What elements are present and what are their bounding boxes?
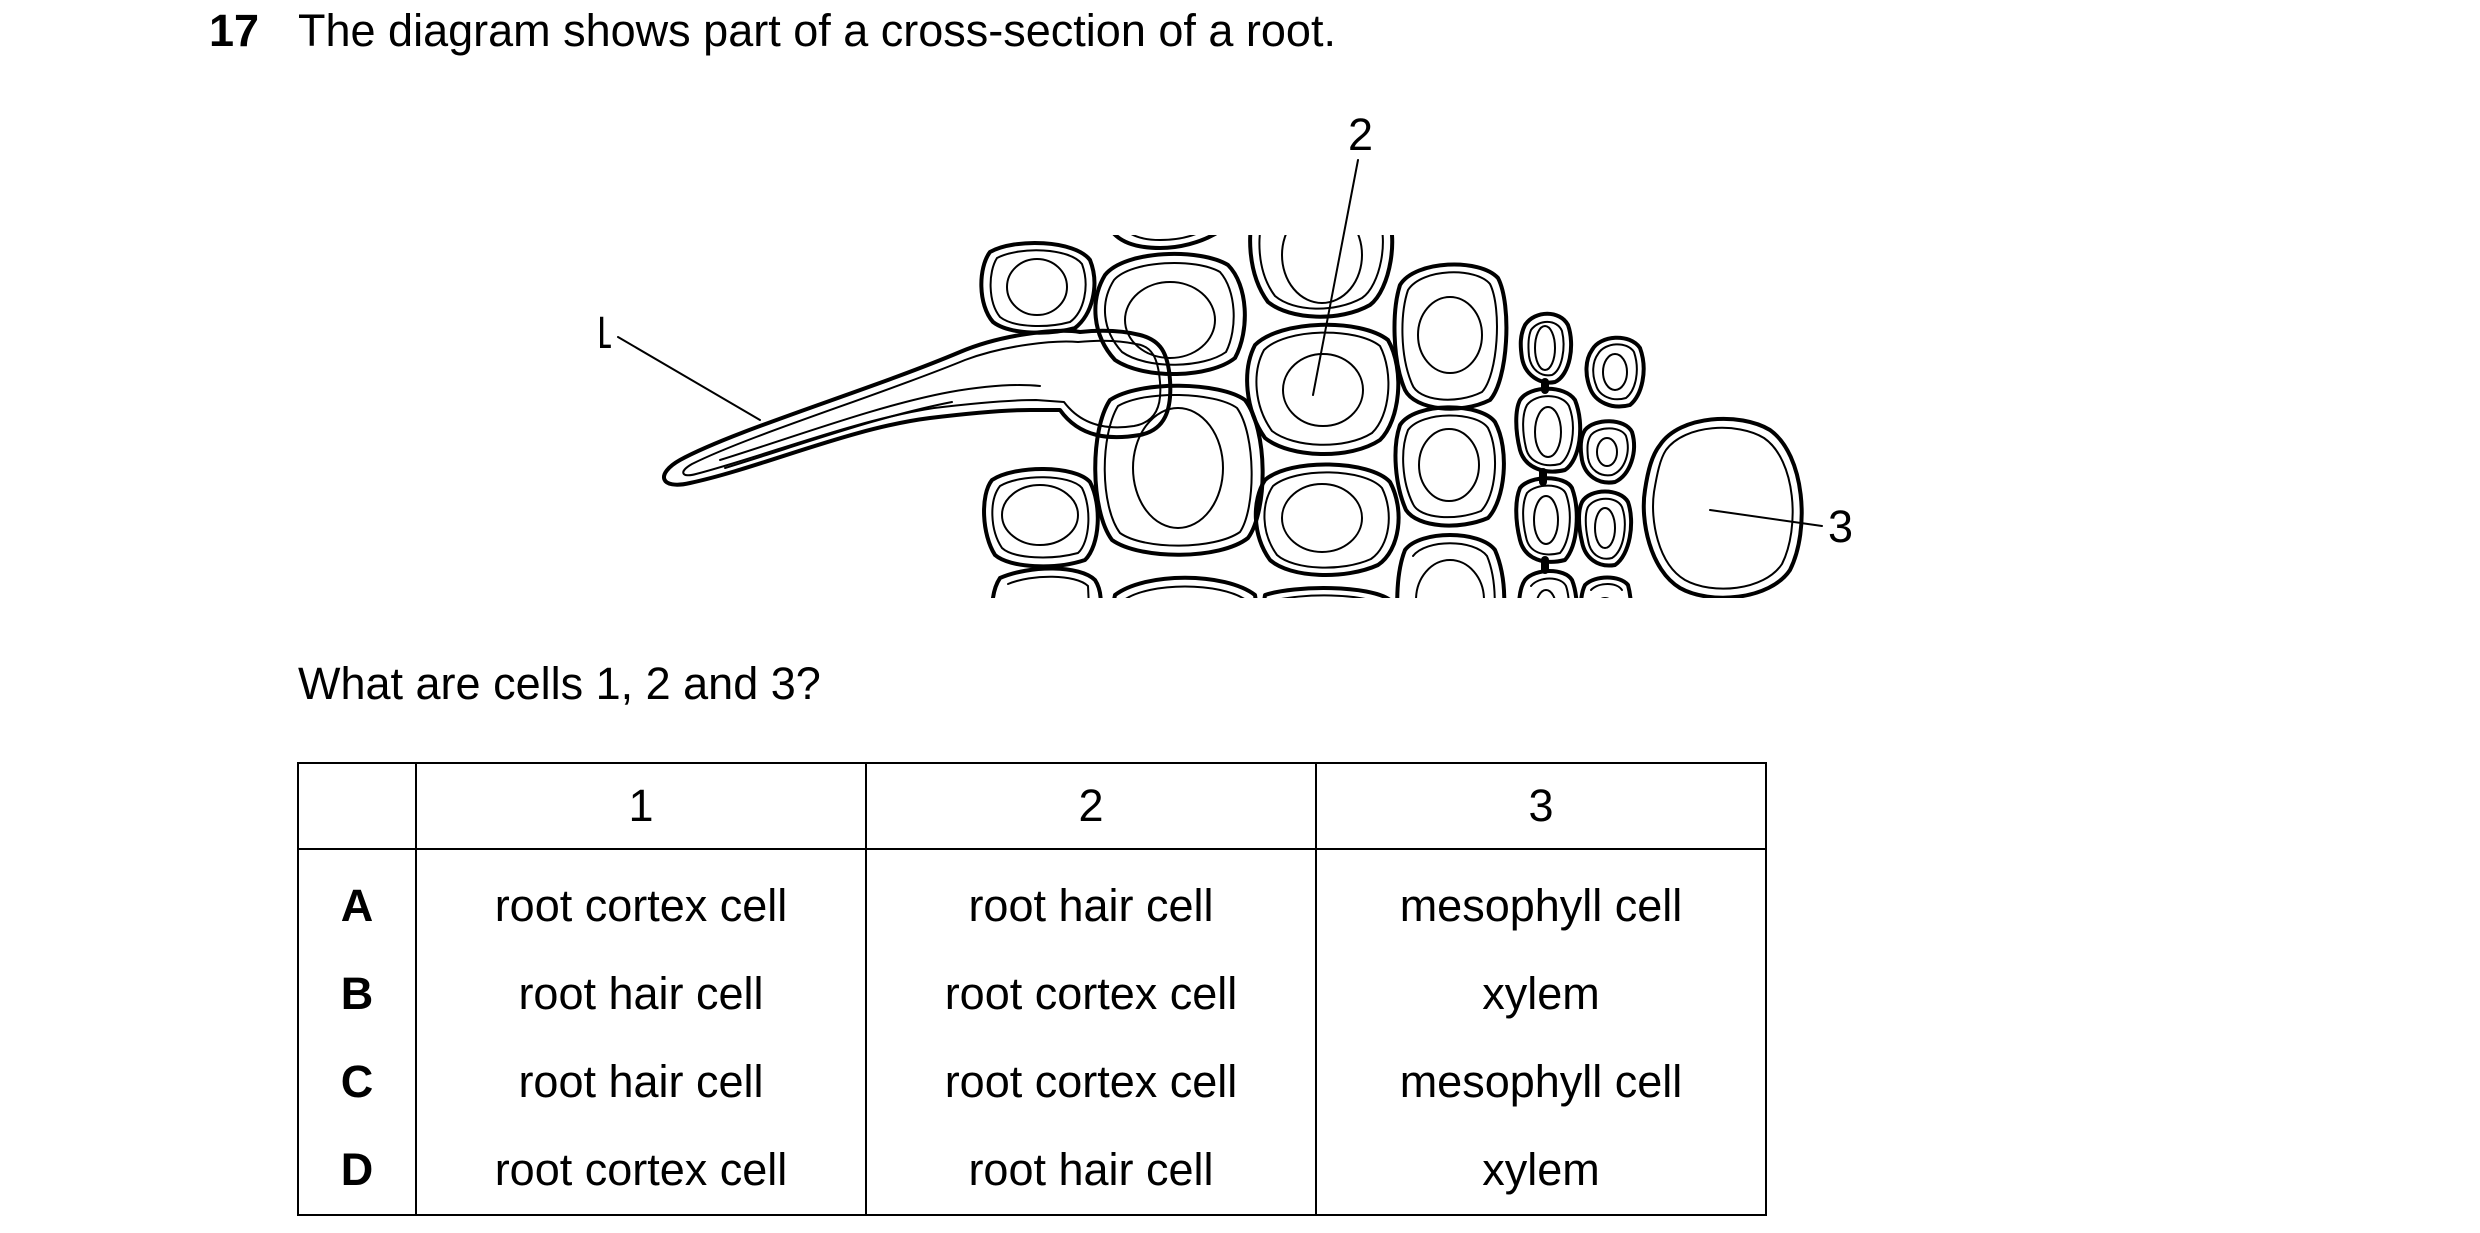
cortex-cell: [1112, 235, 1217, 250]
root-hair-cell: [662, 328, 1173, 487]
pericycle-cell: [1577, 489, 1634, 568]
diagram-label-1: 1: [600, 307, 613, 358]
endodermis-cell: [1514, 476, 1579, 564]
cortex-cell: [982, 467, 1100, 569]
header-cell-letter: [297, 762, 417, 850]
option-cell: mesophyll cell: [1315, 849, 1767, 950]
question-stem: The diagram shows part of a cross-sectio…: [298, 5, 1336, 56]
header-cell-2: 2: [865, 762, 1317, 850]
cortex-cell: [991, 566, 1103, 598]
option-row-a[interactable]: A root cortex cell root hair cell mesoph…: [297, 849, 1767, 950]
cortex-cell: [1262, 586, 1391, 598]
pericycle-cell: [1578, 419, 1636, 485]
cortex-cell: [1245, 322, 1401, 456]
leader-line-3: [1709, 509, 1823, 527]
option-letter: C: [297, 1038, 417, 1126]
option-letter: D: [297, 1126, 417, 1216]
table-header-row: 1 2 3: [297, 762, 1767, 850]
option-row-b[interactable]: B root hair cell root cortex cell xylem: [297, 950, 1767, 1038]
option-letter: A: [297, 849, 417, 950]
leader-line-2: [1312, 159, 1359, 396]
root-cross-section-diagram: 1 2 3: [600, 109, 1853, 598]
question-prompt: What are cells 1, 2 and 3?: [298, 658, 821, 709]
cortex-cell: [1393, 405, 1506, 528]
option-cell: root cortex cell: [415, 849, 867, 950]
option-cell: root hair cell: [865, 1126, 1317, 1216]
question-number: 17: [209, 5, 260, 56]
cortex-cell: [1253, 462, 1401, 578]
answer-options-table: 1 2 3 A root cortex cell root hair cell …: [297, 762, 1767, 1216]
diagram-label-3: 3: [1828, 501, 1853, 552]
option-cell: root cortex cell: [865, 1038, 1317, 1126]
header-cell-3: 3: [1315, 762, 1767, 850]
leader-line-1: [617, 336, 761, 421]
pericycle-cell: [1579, 575, 1633, 598]
option-row-d[interactable]: D root cortex cell root hair cell xylem: [297, 1126, 1767, 1216]
cortex-cell: [1093, 383, 1265, 557]
cortex-cell: [1395, 533, 1507, 598]
diagram-label-2: 2: [1348, 109, 1373, 160]
header-cell-1: 1: [415, 762, 867, 850]
option-cell: xylem: [1315, 1126, 1767, 1216]
option-cell: root cortex cell: [415, 1126, 867, 1216]
xylem-vessel: [1641, 416, 1804, 598]
option-row-c[interactable]: C root hair cell root cortex cell mesoph…: [297, 1038, 1767, 1126]
option-letter: B: [297, 950, 417, 1038]
option-cell: xylem: [1315, 950, 1767, 1038]
cortex-cell: [1392, 262, 1509, 411]
option-cell: root cortex cell: [865, 950, 1317, 1038]
pericycle-cell: [1584, 335, 1646, 409]
option-cell: root hair cell: [415, 1038, 867, 1126]
endodermis-cell: [1517, 569, 1579, 598]
option-cell: root hair cell: [865, 849, 1317, 950]
cortex-cell: [979, 241, 1097, 335]
endodermis-cell: [1514, 386, 1583, 474]
endodermis-cell: [1518, 311, 1574, 385]
cortex-cell: [1112, 575, 1258, 598]
option-cell: mesophyll cell: [1315, 1038, 1767, 1126]
option-cell: root hair cell: [415, 950, 867, 1038]
cortex-cell: [1093, 251, 1247, 376]
cortex-cell: [1248, 235, 1395, 319]
